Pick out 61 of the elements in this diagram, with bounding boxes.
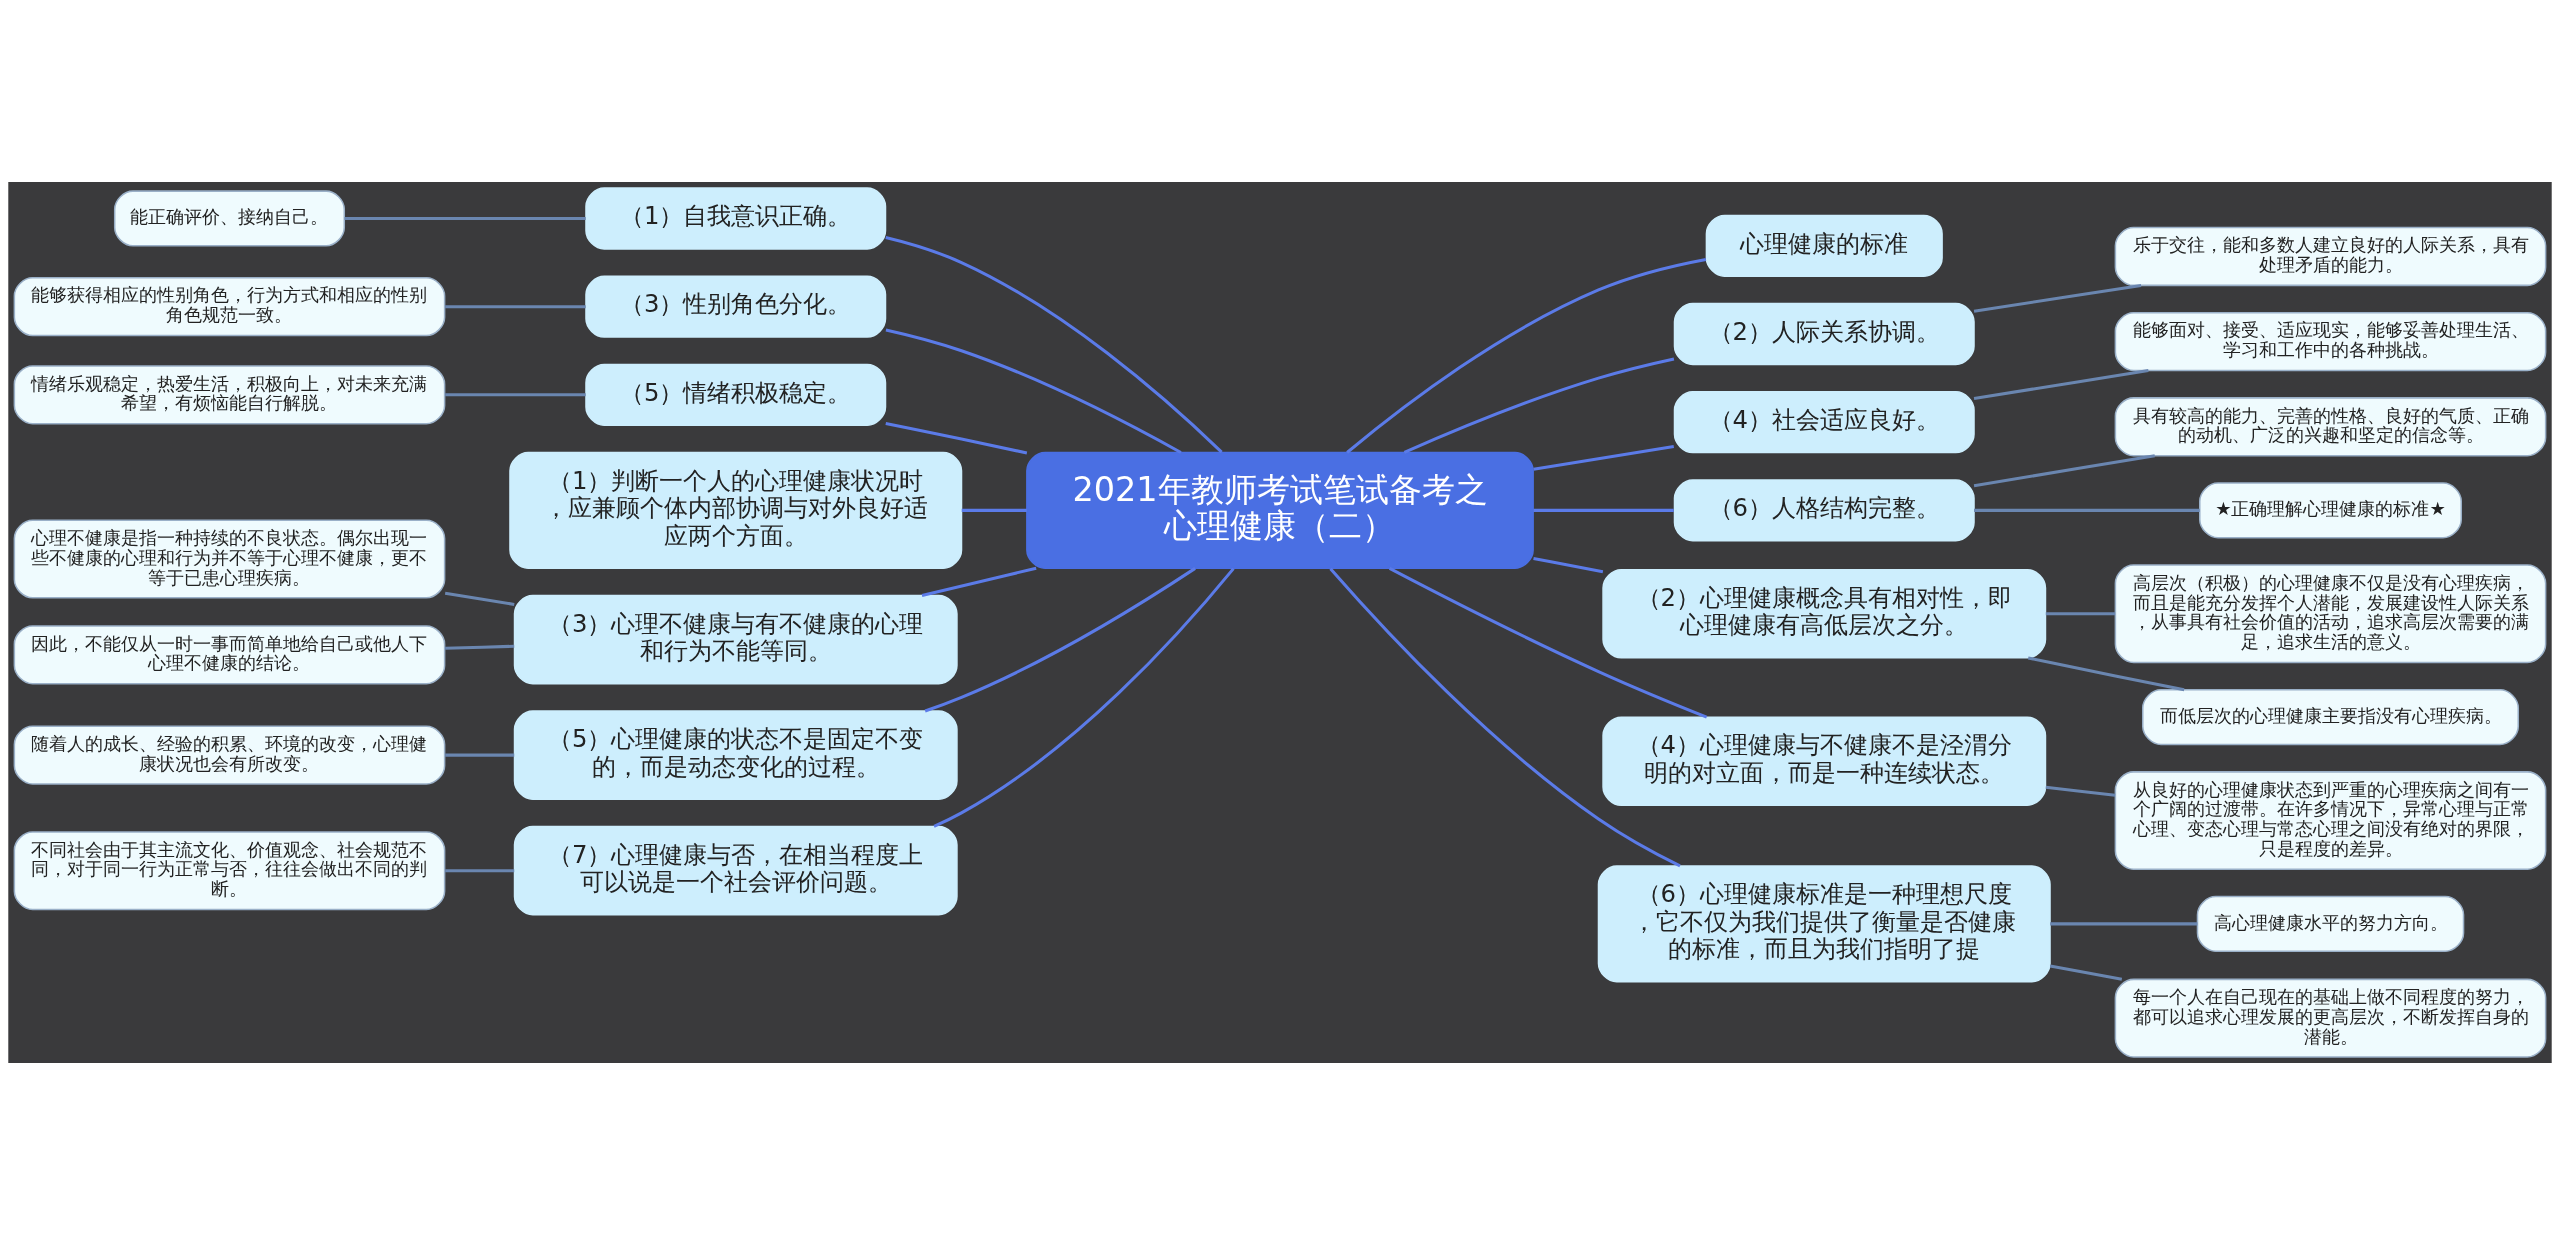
connector [1974,508,2200,512]
connector [1533,557,1604,574]
connector [961,508,1027,512]
connector [445,305,586,309]
node-box: 具有较高的能力、完善的性格、良好的气质、正确的动机、广泛的兴趣和坚定的信念等。 [2114,397,2547,457]
connector [1973,283,2142,313]
node-box: 高心理健康水平的努力方向。 [2196,895,2465,952]
connector [2045,612,2116,616]
node-box: 能够面对、接受、适应现实，能够妥善处理生活、学习和工作中的各种挑战。 [2114,312,2547,372]
connector [1403,357,1675,454]
node-box: （5）情绪积极稳定。 [585,363,887,426]
node-box: 因此，不能仅从一时一事而简单地给自己或他人下心理不健康的结论。 [13,625,446,685]
node-box: （2）人际关系协调。 [1673,302,1975,366]
connector [885,421,1028,455]
connector [1346,257,1707,454]
connector [2045,785,2116,797]
connector [444,591,515,606]
node-box: （6）人格结构完整。 [1673,479,1975,542]
connector [445,753,515,757]
connector [445,393,586,397]
connector [921,566,1037,597]
connector [2049,964,2123,981]
node-box: （4）心理健康与不健康不是泾渭分明的对立面，而是一种连续状态。 [1602,716,2047,807]
node-box: 从良好的心理健康状态到严重的心理疾病之间有一个广阔的过渡带。在许多情况下，异常心理与正常心理、变态心理与常态心理之间没有绝对的界限，只是程度的差异。 [2114,771,2547,870]
node-box: 情绪乐观稳定，热爱生活，积极向上，对未来充满希望，有烦恼能自行解脱。 [13,365,446,425]
node-box: （1）判断一个人的心理健康状况时，应兼顾个体内部协调与对外良好适应两个方面。 [509,451,963,569]
node-box: （5）心理健康的状态不是固定不变的，而是动态变化的过程。 [513,710,958,800]
node-box: 不同社会由于其主流文化、价值观念、社会规范不同，对于同一行为正常与否，往往会做出不同的判断。 [13,831,446,911]
connector [885,235,1223,454]
node-box: 能够获得相应的性别角色，行为方式和相应的性别角色规范一致。 [13,277,446,337]
node-box: （1）自我意识正确。 [585,187,887,250]
node-box: 2021年教师考试笔试备考之心理健康（二） [1026,451,1534,569]
node-box: （3）性别角色分化。 [585,275,887,338]
connector [344,216,586,220]
node-box: 乐于交往，能和多数人建立良好的人际关系，具有处理矛盾的能力。 [2114,226,2547,287]
connector [1973,454,2155,488]
connector [2050,922,2198,926]
node-box: 而低层次的心理健康主要指没有心理疾病。 [2142,689,2520,746]
connector [1329,567,1681,868]
node-box: （2）心理健康概念具有相对性，即心理健康有高低层次之分。 [1602,568,2047,659]
connector [924,567,1196,713]
connector [445,869,515,873]
node-box: （4）社会适应良好。 [1673,391,1975,454]
connector [2027,656,2185,692]
node-box: 高层次（积极）的心理健康不仅是没有心理疾病，而且是能充分发挥个人潜能，发展建设性人际关系，从事具有社会价值的活动，追求高层次需要的满足，追求生活的意义。 [2114,564,2547,664]
connector [445,644,515,650]
connector [933,567,1235,828]
node-box: （3）心理不健康与有不健康的心理和行为不能等同。 [513,594,958,685]
node-box: ★正确理解心理健康的标准★ [2199,482,2462,539]
node-box: 心理不健康是指一种持续的不良状态。偶尔出现一些不健康的心理和行为并不等于心理不健康，更不等于已患心理疾病。 [13,519,446,599]
node-box: （7）心理健康与否，在相当程度上可以说是一个社会评价问题。 [513,825,958,916]
node-box: 每一个人在自己现在的基础上做不同程度的努力，都可以追求心理发展的更高层次，不断发挥自身的潜能。 [2114,978,2547,1058]
connector [885,328,1182,454]
connector [1533,508,1674,512]
connector [1388,567,1708,719]
connector [1533,444,1674,471]
node-box: 心理健康的标准 [1705,214,1943,277]
node-box: 随着人的成长、经验的积累、环境的改变，心理健康状况也会有所改变。 [13,725,446,785]
node-box: 能正确评价、接纳自己。 [113,190,346,247]
node-box: （6）心理健康标准是一种理想尺度，它不仅为我们提供了衡量是否健康的标准，而且为我们指明了提 [1597,865,2051,983]
connector [1973,369,2149,400]
